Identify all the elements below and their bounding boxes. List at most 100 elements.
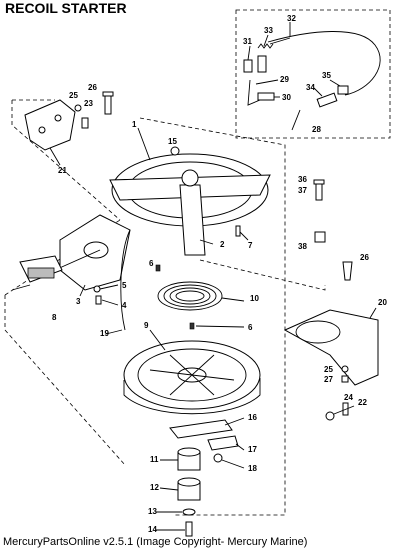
screw-36 (315, 181, 323, 201)
label-30: 30 (282, 93, 291, 102)
label-9: 9 (144, 321, 149, 330)
bracket-21 (24, 99, 76, 151)
label-10: 10 (250, 294, 259, 303)
pin-6 (155, 264, 161, 272)
bracket-20 (283, 309, 379, 386)
bracket-20-ring (295, 320, 341, 344)
leader-lines (49, 22, 377, 531)
washer-18 (213, 453, 223, 463)
spring-coil (169, 287, 211, 305)
pulley-spokes (149, 354, 235, 396)
washer-22 (325, 411, 335, 421)
fitting-34 (316, 92, 338, 108)
label-3: 3 (76, 297, 81, 306)
housing-hub (181, 169, 199, 187)
spring-coil (175, 290, 205, 302)
label-36: 36 (298, 175, 307, 184)
washer-25b (341, 365, 349, 373)
handle-grip (27, 267, 55, 279)
cable-end (269, 37, 291, 45)
label-24: 24 (344, 393, 353, 402)
pulley-rim (137, 348, 247, 402)
spring-coil (163, 284, 217, 308)
screw-36-head (313, 179, 325, 185)
label-34: 34 (306, 83, 315, 92)
label-20: 20 (378, 298, 387, 307)
screw-7 (235, 225, 241, 237)
label-1: 1 (132, 120, 137, 129)
label-31: 31 (243, 37, 252, 46)
label-38: 38 (298, 242, 307, 251)
label-15: 15 (168, 137, 177, 146)
cable-32 (267, 31, 381, 96)
label-35: 35 (322, 71, 331, 80)
pawl-17 (207, 435, 239, 451)
inset-box (235, 9, 391, 139)
label-25b: 25 (324, 365, 333, 374)
label-17: 17 (248, 445, 257, 454)
label-2: 2 (220, 240, 225, 249)
label-32: 32 (287, 14, 296, 23)
bracket-link-outline (199, 259, 326, 291)
copyright-footer: MercuryPartsOnline v2.5.1 (Image Copyrig… (3, 536, 307, 548)
bracket-hole (54, 114, 62, 122)
label-12: 12 (150, 483, 159, 492)
label-6b: 6 (248, 323, 253, 332)
housing-leg (179, 184, 206, 256)
label-5: 5 (122, 281, 127, 290)
label-22: 22 (358, 398, 367, 407)
link-31 (243, 59, 253, 73)
label-13: 13 (148, 507, 157, 516)
screw-26-right (342, 261, 353, 281)
handle-shaft (54, 249, 101, 271)
bushing-11-top (177, 447, 201, 457)
handle-pin (11, 284, 31, 291)
washer-25 (74, 104, 82, 112)
bushing-12-top (177, 477, 201, 487)
nut-23 (81, 117, 89, 129)
label-14: 14 (148, 525, 157, 534)
label-11: 11 (150, 455, 159, 464)
label-6: 6 (149, 259, 154, 268)
screw-26-head (102, 91, 114, 97)
label-19: 19 (100, 329, 109, 338)
label-28: 28 (312, 125, 321, 134)
label-33: 33 (264, 26, 273, 35)
screw-14 (185, 521, 193, 537)
label-23: 23 (84, 99, 93, 108)
label-4: 4 (122, 301, 127, 310)
label-26: 26 (88, 83, 97, 92)
screw-4 (95, 295, 102, 305)
fitting-35 (337, 85, 349, 95)
label-27: 27 (324, 375, 333, 384)
clip-30 (257, 92, 275, 101)
label-16: 16 (248, 413, 257, 422)
label-37: 37 (298, 186, 307, 195)
label-26b: 26 (360, 253, 369, 262)
nut-15 (170, 146, 180, 156)
diagram-title: RECOIL STARTER (5, 0, 127, 16)
bracket-hole (38, 126, 46, 134)
label-21: 21 (58, 166, 67, 175)
spring-33 (257, 43, 274, 49)
link-block (257, 55, 267, 73)
label-18: 18 (248, 464, 257, 473)
screw-26 (104, 93, 112, 115)
pulley-side (123, 378, 261, 415)
rope-19 (120, 229, 131, 331)
pawl-16 (169, 419, 233, 439)
rod-29 (247, 79, 261, 106)
nut-27 (341, 375, 349, 383)
label-7: 7 (248, 241, 253, 250)
washer-5 (93, 285, 101, 293)
label-29: 29 (280, 75, 289, 84)
label-25: 25 (69, 91, 78, 100)
pin-6-lower (189, 322, 195, 330)
spring-10 (157, 281, 223, 311)
bracket-outline (11, 99, 121, 221)
washer-13 (182, 508, 196, 516)
part-labels: 1 2 3 4 5 6 6 7 8 9 10 11 12 13 14 15 16… (52, 14, 387, 534)
label-8: 8 (52, 313, 57, 322)
bushing-38 (314, 231, 326, 243)
